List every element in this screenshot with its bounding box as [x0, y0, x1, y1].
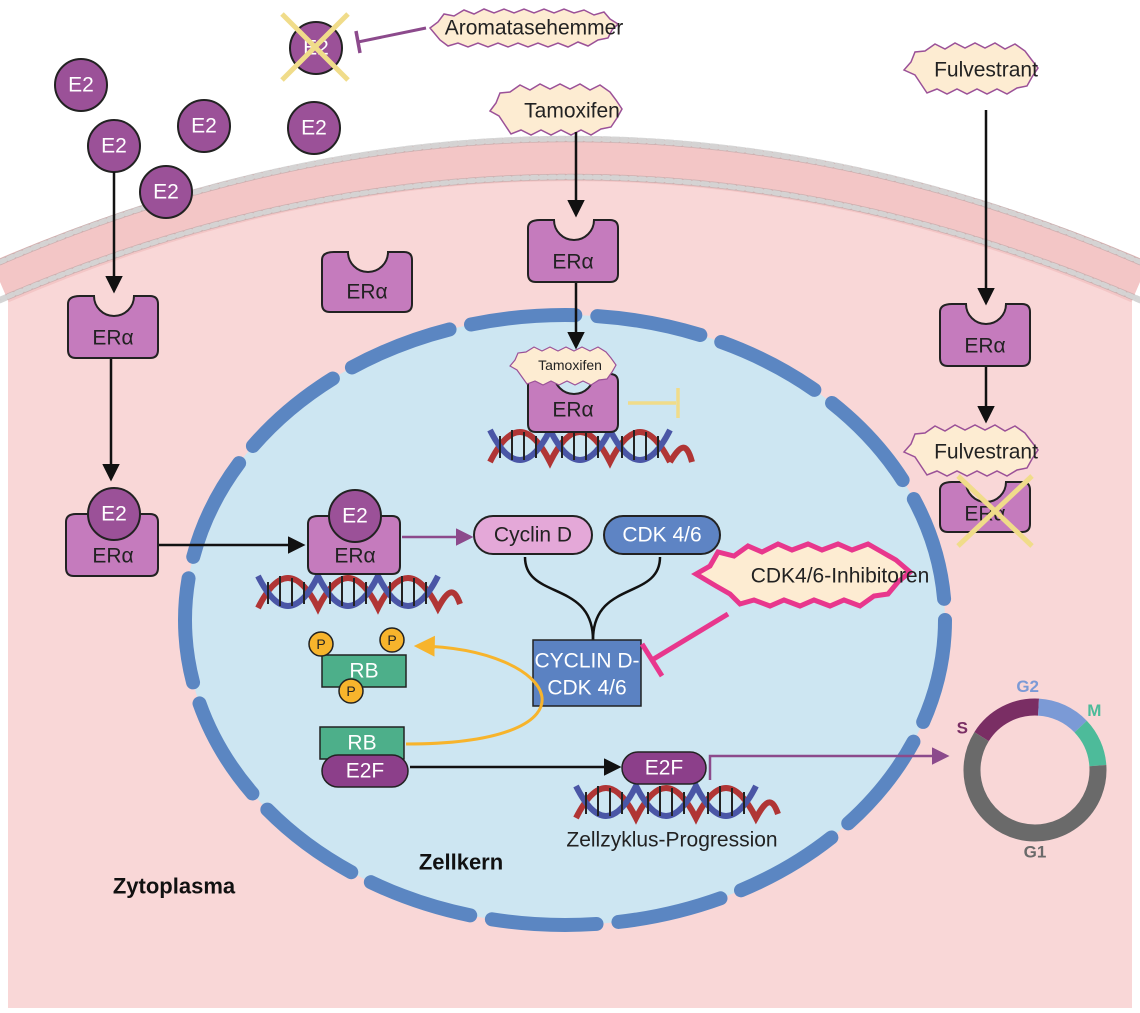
e2-molecule: E2: [177, 99, 231, 153]
svg-text:Fulvestrant: Fulvestrant: [934, 441, 1038, 464]
e2-molecule: E2: [87, 119, 141, 173]
svg-text:ERα: ERα: [552, 399, 593, 422]
svg-text:Aromatasehemmer: Aromatasehemmer: [445, 17, 624, 40]
drug-label-shape: [428, 8, 620, 48]
cell-cycle-ring: S G2M G1: [957, 677, 1107, 862]
svg-text:Tamoxifen: Tamoxifen: [524, 100, 620, 123]
cross-icon: [956, 474, 1034, 548]
svg-text:E2: E2: [342, 505, 368, 528]
cell-cycle-label-m: M: [1087, 701, 1101, 720]
svg-text:E2: E2: [191, 115, 217, 138]
cell-cycle-label-g2: G2: [1016, 677, 1039, 696]
cyclin-d: Cyclin D: [473, 515, 593, 555]
svg-text:P: P: [346, 683, 355, 699]
drug-label-shape: [509, 346, 617, 386]
svg-text:E2F: E2F: [346, 760, 385, 783]
svg-text:E2: E2: [68, 74, 94, 97]
progression-arrow: [708, 747, 950, 780]
svg-text:E2: E2: [301, 117, 327, 140]
aromatase-inhibitor: Aromatasehemmer: [354, 8, 624, 54]
e2-era-complex: E2 ERα: [65, 487, 159, 577]
e2-era-dna-complex: E2 ERα: [307, 489, 401, 575]
svg-text:Fulvestrant: Fulvestrant: [934, 59, 1038, 82]
cdk46-inhibitors: CDK4/6-Inhibitoren: [639, 541, 930, 678]
cyclin-d-cdk46-complex: CYCLIN D- CDK 4/6: [532, 639, 642, 707]
svg-text:ERα: ERα: [552, 251, 593, 274]
cell-cycle-label-g1: G1: [1024, 843, 1047, 862]
e2f: E2F: [621, 751, 707, 785]
svg-text:P: P: [316, 636, 325, 652]
svg-text:RB: RB: [349, 660, 378, 683]
fulvestrant-era-degraded: ERα Fulvestrant: [902, 424, 1039, 548]
cell-cycle-phase-g1: [963, 732, 1107, 842]
era-receptor: ERα: [321, 251, 413, 313]
svg-text:ERα: ERα: [92, 545, 133, 568]
svg-text:Cyclin D: Cyclin D: [494, 524, 572, 547]
phosphate-icon: [379, 627, 405, 653]
svg-text:ERα: ERα: [92, 327, 133, 350]
cell-cycle-phase-s: [974, 698, 1039, 742]
drug-label-shape: [488, 83, 623, 136]
era-receptor: ERα: [527, 219, 619, 283]
cell-cycle-phase-m: [1074, 720, 1107, 767]
svg-text:CDK 4/6: CDK 4/6: [622, 524, 701, 547]
svg-text:E2: E2: [153, 181, 179, 204]
cell-cycle-progression-label: Zellzyklus-Progression: [566, 829, 777, 852]
svg-text:RB: RB: [347, 732, 376, 755]
svg-text:ERα: ERα: [964, 335, 1005, 358]
tamoxifen-era-complex: ERα Tamoxifen: [509, 346, 680, 433]
era-receptor: ERα: [939, 303, 1031, 367]
merge-connector: [591, 556, 662, 641]
cell-cycle-phase-g2: [1037, 698, 1087, 733]
phosphorylation-arrow: [405, 635, 544, 746]
e2-molecule: E2: [287, 101, 341, 155]
fulvestrant-label: Fulvestrant: [902, 42, 1039, 95]
dna-helix: [573, 779, 781, 825]
svg-text:CDK4/6-Inhibitoren: CDK4/6-Inhibitoren: [751, 565, 930, 588]
svg-text:ERα: ERα: [346, 281, 387, 304]
phosphate-icon: [308, 631, 334, 657]
svg-text:P: P: [387, 632, 396, 648]
drug-label-shape: [691, 541, 914, 609]
merge-connector: [523, 556, 595, 641]
svg-text:E2: E2: [101, 135, 127, 158]
svg-text:Tamoxifen: Tamoxifen: [538, 357, 602, 373]
nucleus-label: Zellkern: [419, 850, 503, 875]
tamoxifen-label: Tamoxifen: [488, 83, 623, 136]
cell-cycle-label-s: S: [957, 719, 968, 738]
dna-helix: [255, 569, 463, 615]
svg-text:E2F: E2F: [645, 757, 684, 780]
era-receptor: ERα: [67, 295, 159, 359]
svg-text:E2: E2: [101, 503, 127, 526]
drug-label-shape: [902, 42, 1039, 95]
cdk46: CDK 4/6: [603, 515, 721, 555]
e2-molecule: E2: [139, 165, 193, 219]
svg-text:ERα: ERα: [334, 545, 375, 568]
e2-molecule: E2: [54, 58, 108, 112]
rb-e2f-complex: RB E2F: [319, 726, 409, 788]
drug-label-shape: [902, 424, 1039, 477]
cross-icon: [280, 12, 350, 82]
cytoplasm-label: Zytoplasma: [113, 874, 236, 899]
phospho-rb: RB P P P: [308, 627, 407, 704]
phosphate-icon: [338, 678, 364, 704]
svg-text:CDK 4/6: CDK 4/6: [547, 677, 626, 700]
svg-text:CYCLIN D-: CYCLIN D-: [534, 650, 639, 673]
e2-blocked: E2: [280, 12, 350, 82]
